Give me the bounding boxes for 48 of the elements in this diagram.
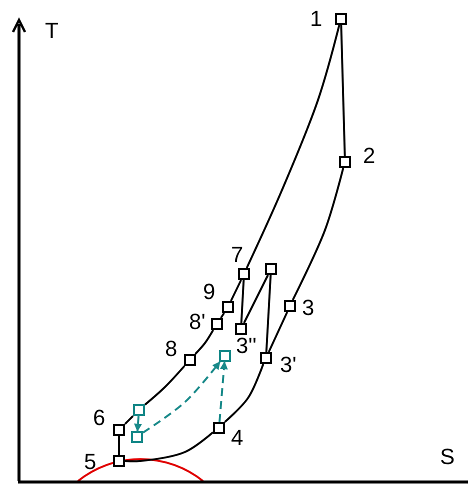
dashed-arrow (142, 361, 221, 434)
cycle-line (265, 274, 272, 352)
state-point-marker (219, 350, 231, 362)
state-point-label: 9 (203, 281, 216, 303)
cycle-line (246, 24, 340, 268)
state-point-label: 2 (363, 145, 376, 167)
cycle-line (340, 24, 346, 156)
state-point-marker (260, 352, 272, 364)
state-point-marker (211, 318, 223, 330)
cycle-line (124, 415, 134, 425)
axis-label: T (45, 20, 58, 42)
state-point-marker (335, 13, 347, 25)
cycle-line (194, 330, 214, 355)
state-point-marker (184, 354, 196, 366)
dashed-arrow (134, 416, 142, 432)
state-point-marker (131, 431, 143, 443)
state-point-marker (133, 404, 145, 416)
cycle-line (240, 280, 245, 324)
state-point-marker (113, 455, 125, 467)
state-point-label: 3 (302, 297, 314, 319)
state-point-marker (222, 301, 234, 313)
cycle-line (230, 280, 242, 302)
state-point-label: 5 (84, 451, 96, 473)
cycle-line (292, 168, 344, 300)
cycle-line (124, 431, 214, 462)
cycle-line (144, 365, 186, 406)
state-point-label: 6 (93, 407, 106, 429)
state-point-marker (284, 300, 296, 312)
cycle-line (224, 364, 264, 423)
cycle-line (243, 274, 269, 324)
state-point-label: 3'' (236, 335, 257, 357)
state-point-label: 1 (310, 8, 322, 30)
state-point-marker (238, 268, 250, 280)
dashed-arrow (218, 361, 228, 422)
state-point-label: 3' (280, 354, 296, 376)
state-point-marker (265, 263, 277, 275)
state-point-marker (339, 156, 351, 168)
cycle-line (118, 436, 120, 455)
cycle-line (220, 312, 225, 319)
state-point-label: 8' (189, 311, 206, 333)
axis-label: S (440, 446, 455, 468)
state-point-label: 7 (231, 244, 244, 266)
state-point-label: 8 (165, 338, 178, 360)
state-point-label: 4 (231, 427, 244, 449)
state-point-marker (213, 422, 225, 434)
state-point-marker (113, 424, 125, 436)
cycle-line (268, 312, 288, 352)
state-point-marker (235, 323, 247, 335)
